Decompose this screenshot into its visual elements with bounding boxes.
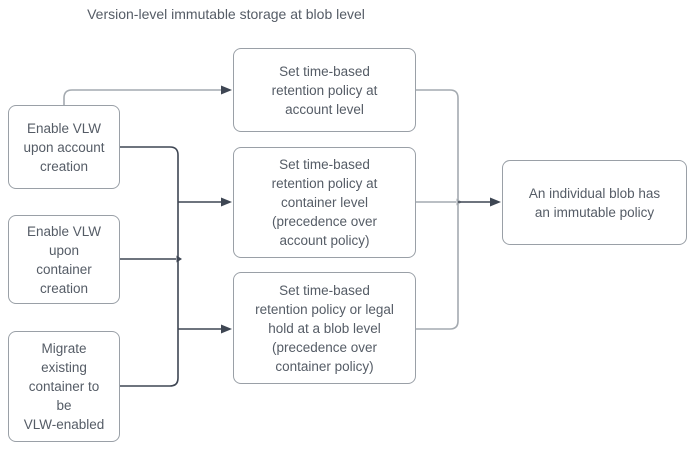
connector-account-creation-to-account-policy: [63, 89, 225, 105]
arrow-head-icon: [221, 85, 232, 95]
junction-arrow-icon: [176, 255, 182, 263]
node-retention-policy-container-level: Set time-based retention policy at conta…: [233, 147, 416, 258]
node-retention-policy-blob-level: Set time-based retention policy or legal…: [233, 272, 416, 384]
node-enable-vlw-account-creation: Enable VLW upon account creation: [8, 105, 120, 189]
node-individual-blob-immutable-policy: An individual blob has an immutable poli…: [502, 160, 687, 245]
arrow-head-icon: [490, 197, 501, 207]
node-retention-policy-account-level: Set time-based retention policy at accou…: [233, 48, 416, 132]
node-enable-vlw-container-creation: Enable VLW upon container creation: [8, 215, 120, 304]
arrow-head-icon: [221, 324, 232, 334]
connector-right-merge-trunk: [416, 89, 459, 330]
node-migrate-existing-container: Migrate existing container to be VLW-ena…: [8, 331, 120, 442]
arrow-head-icon: [221, 197, 232, 207]
connector-left-merge-trunk: [120, 146, 179, 387]
diagram-title: Version-level immutable storage at blob …: [87, 6, 365, 22]
